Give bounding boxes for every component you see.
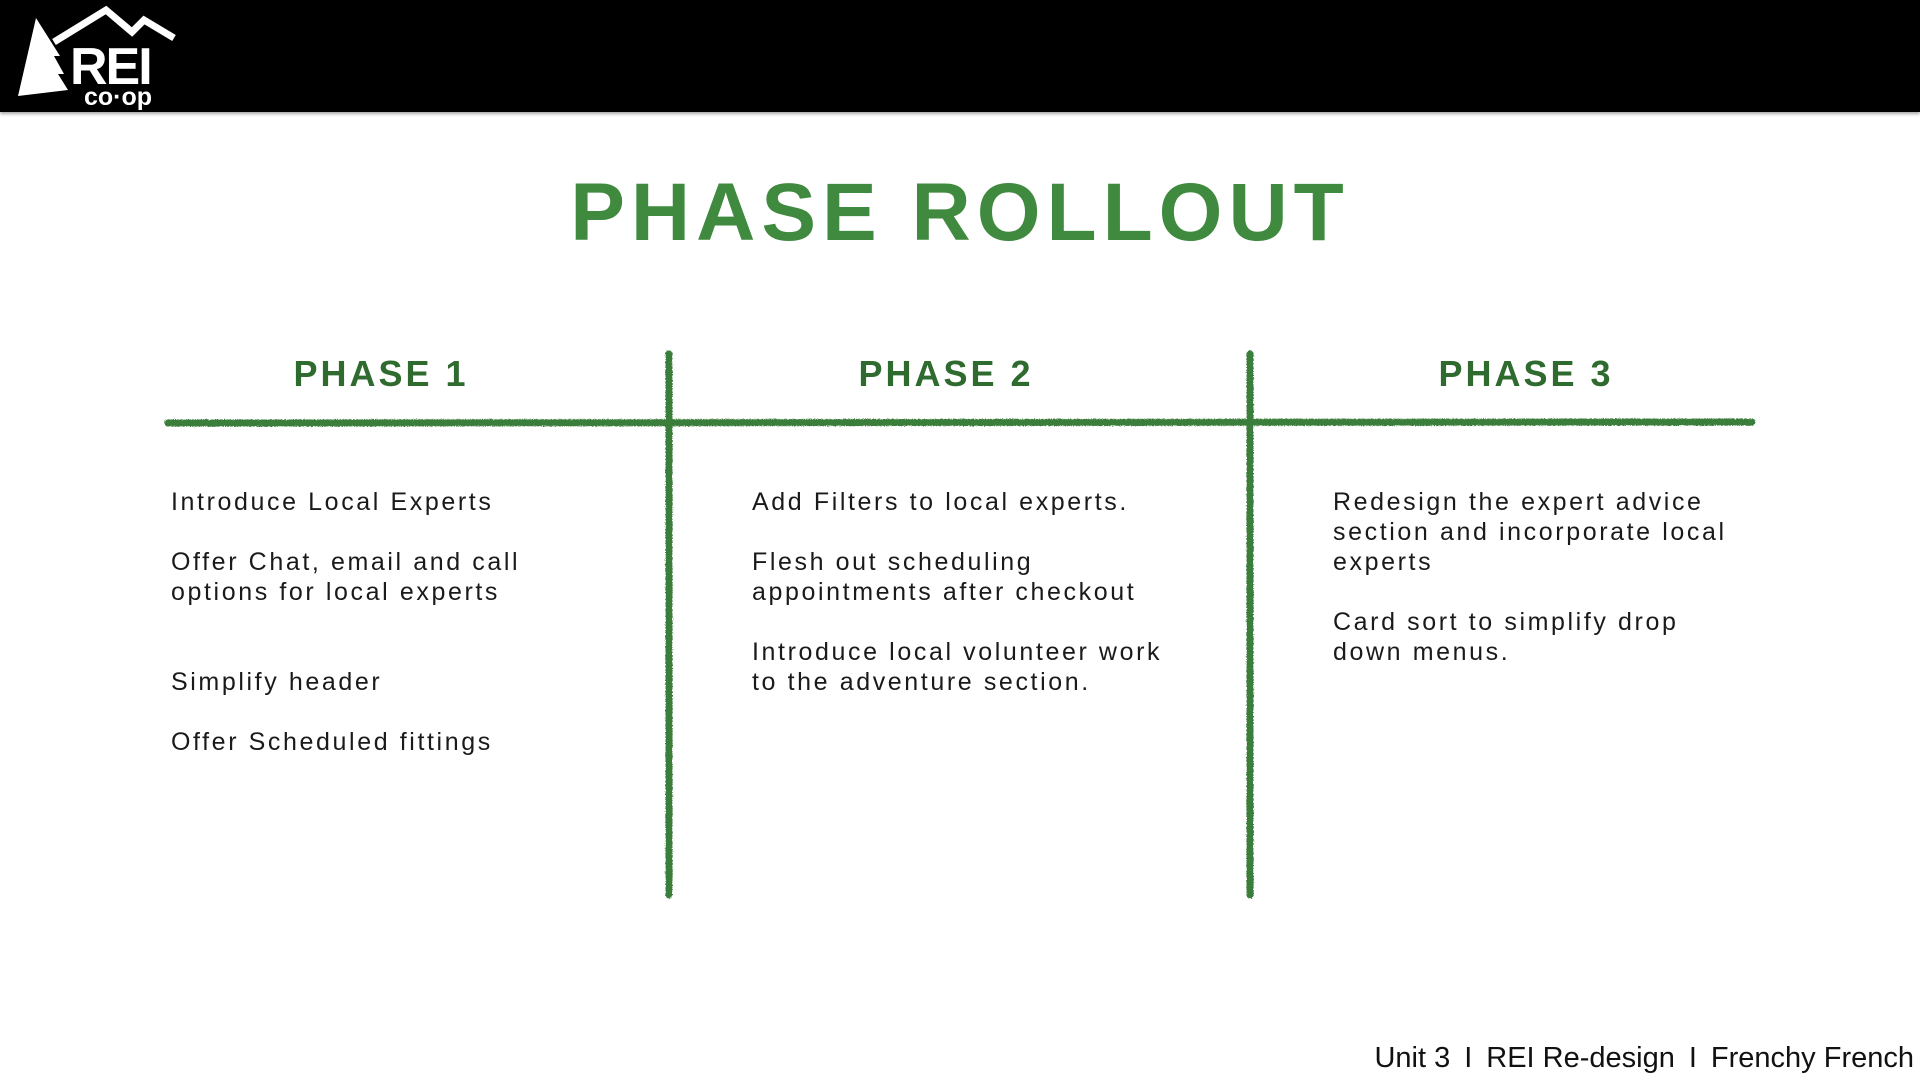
- list-item: Simplify header: [171, 668, 383, 696]
- list-item: Introduce Local Experts: [171, 488, 494, 516]
- horizontal-divider: [164, 418, 1756, 427]
- footer-author: Frenchy French: [1710, 1042, 1914, 1074]
- phase-2-list: Add Filters to local experts. Flesh out …: [752, 487, 1232, 697]
- page-title: PHASE ROLLOUT: [570, 167, 1350, 258]
- top-bar: REI co·op: [0, 0, 1920, 112]
- list-item: Offer Scheduled fittings: [171, 728, 493, 756]
- footer-separator: I: [1464, 1042, 1473, 1074]
- footer-project: REI Re-design: [1486, 1042, 1675, 1074]
- phase-3-list: Redesign the expert advice section and i…: [1333, 487, 1813, 667]
- list-item: Redesign the expert advice section and i…: [1333, 488, 1727, 576]
- list-item: Flesh out scheduling appointments after …: [752, 548, 1137, 606]
- svg-text:co·op: co·op: [84, 83, 152, 110]
- footer-separator: I: [1688, 1042, 1697, 1074]
- phase-3-heading: PHASE 3: [1438, 353, 1614, 394]
- list-item: Offer Chat, email and call options for l…: [171, 548, 521, 606]
- rei-coop-logo: REI co·op: [18, 5, 176, 110]
- svg-text:REI: REI: [70, 38, 151, 96]
- phase-2-heading: PHASE 2: [858, 353, 1034, 394]
- phase-1-heading: PHASE 1: [293, 353, 469, 394]
- phase-1-list: Introduce Local Experts Offer Chat, emai…: [171, 487, 651, 757]
- footer-unit: Unit 3: [1374, 1042, 1451, 1074]
- list-item: Introduce local volunteer work to the ad…: [752, 638, 1163, 696]
- slide-footer: Unit 3 I REI Re-design I Frenchy French: [1374, 1040, 1914, 1076]
- list-item: Card sort to simplify drop down menus.: [1333, 608, 1679, 666]
- list-item: Add Filters to local experts.: [752, 488, 1129, 516]
